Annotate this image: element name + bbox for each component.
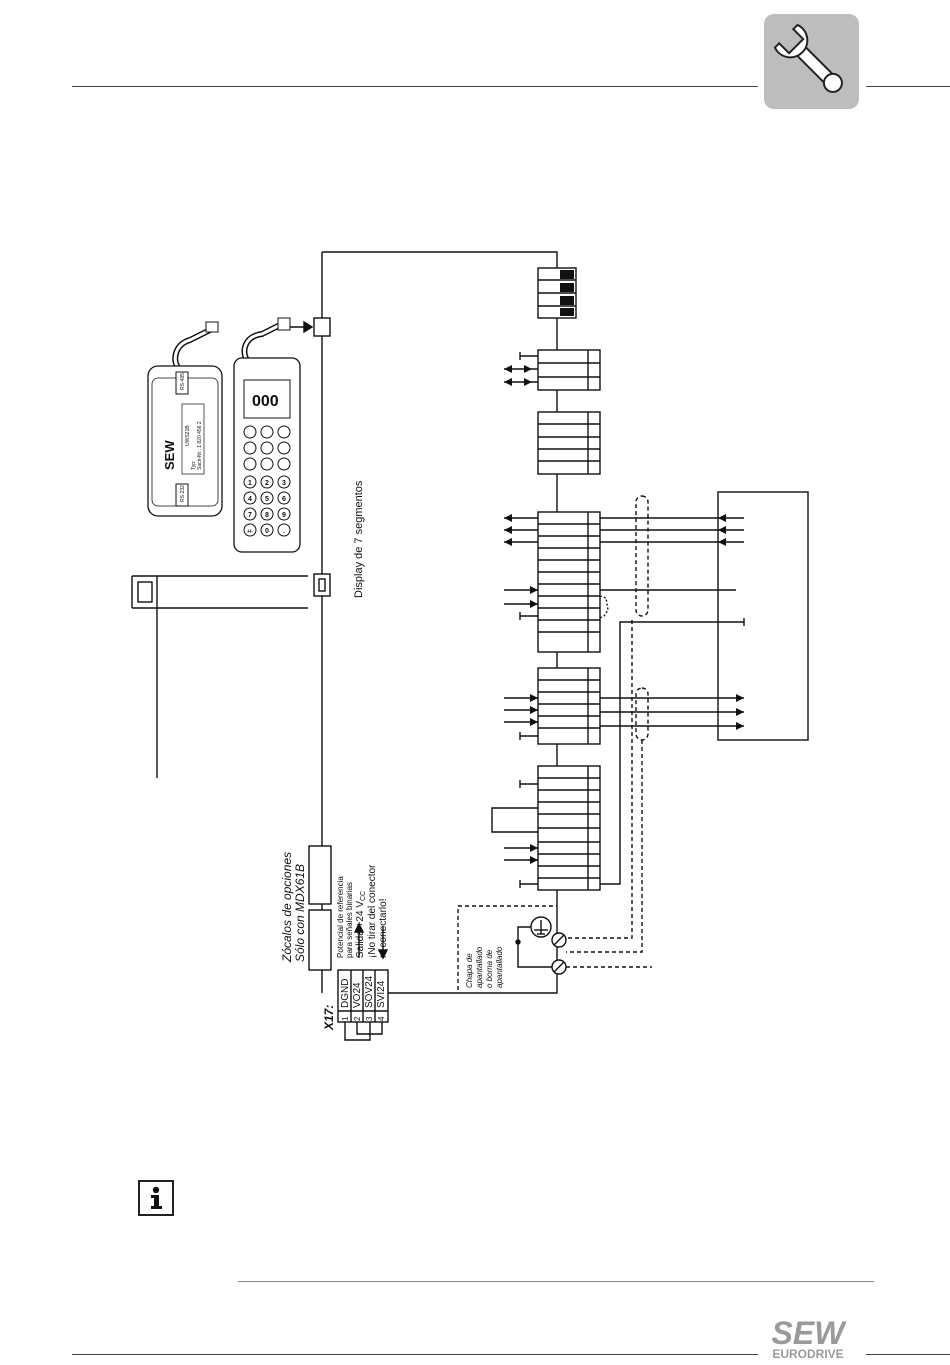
section-tab bbox=[764, 14, 859, 109]
x17-pin-name: SOV24 bbox=[364, 975, 375, 1008]
key-label: 8 bbox=[265, 512, 269, 519]
x17-note: Potencial de referencia bbox=[336, 876, 345, 958]
key-label: 9 bbox=[282, 512, 286, 519]
info-glyph bbox=[151, 1186, 162, 1209]
x17-note: ¡No tirar del conector bbox=[367, 864, 378, 958]
shield-note: apantallado bbox=[495, 946, 504, 988]
key-label: 7 bbox=[248, 512, 252, 519]
module-type: Typ: bbox=[191, 461, 197, 470]
x17-pin-name: SVI24 bbox=[376, 980, 387, 1008]
x17-pin-num: 1 bbox=[341, 1016, 350, 1021]
key-label: 2 bbox=[265, 480, 269, 487]
x17-note: Salida +24 VCC bbox=[355, 891, 367, 958]
key-label: 4 bbox=[248, 496, 252, 503]
info-icon bbox=[138, 1180, 174, 1216]
key-label: +/- bbox=[247, 529, 253, 535]
header-rule-left bbox=[72, 86, 758, 87]
display-label: Display de 7 segmentos bbox=[353, 480, 365, 598]
module-brand: SEW bbox=[162, 440, 177, 470]
logo-bottom: EURODRIVE bbox=[772, 1347, 843, 1360]
option-slots-title: Zócalos de opciones bbox=[280, 852, 294, 963]
sew-eurodrive-logo: SEW EURODRIVE bbox=[756, 1315, 860, 1361]
shield-note: Chapa de bbox=[465, 953, 474, 988]
key-label: 3 bbox=[282, 480, 286, 487]
shield-note: apantallado bbox=[475, 946, 484, 988]
header-rule-right bbox=[866, 86, 950, 87]
wrench-icon bbox=[773, 23, 843, 93]
keypad-device: 000 1 2 3 4 5 6 7 8 9 0 +/- bbox=[233, 317, 301, 553]
shield-note: o borna de bbox=[485, 949, 494, 988]
footer-rule-top bbox=[238, 1281, 874, 1282]
frame-line bbox=[322, 251, 558, 994]
module-port-right: RS-232 bbox=[180, 485, 186, 502]
logo-top: SEW bbox=[772, 1316, 848, 1351]
x17-pin-name: DGND bbox=[340, 979, 351, 1008]
x17-note: para señales binarias bbox=[345, 882, 354, 958]
keypad-display-digits: 000 bbox=[252, 393, 279, 410]
module-part-no: Sach-Nr.: 1 820 456 2 bbox=[197, 421, 203, 470]
x17-connector-id: X17: bbox=[322, 1005, 336, 1031]
footer-rule-right bbox=[866, 1354, 950, 1355]
key-label: 6 bbox=[282, 496, 286, 503]
module-port-left: RS-485 bbox=[180, 373, 186, 390]
x17-pin-num: 2 bbox=[353, 1016, 362, 1021]
key-label: 1 bbox=[248, 480, 252, 487]
option-slots-note: Sólo con MDX61B bbox=[293, 864, 307, 962]
x17-note: ni conectarlo! bbox=[378, 899, 389, 958]
key-label: . bbox=[283, 528, 285, 535]
x17-pin-num: 3 bbox=[365, 1016, 374, 1021]
key-label: 5 bbox=[265, 496, 269, 503]
module-type: UWS21B bbox=[185, 425, 191, 446]
interface-module: SEW RS-232 RS-485 UWS21B Typ: Sach-Nr.: … bbox=[147, 321, 223, 517]
footer-rule-left bbox=[72, 1354, 758, 1355]
key-label: 0 bbox=[265, 528, 269, 535]
x17-pin-name: VO24 bbox=[352, 982, 363, 1008]
x17-pin-num: 4 bbox=[377, 1016, 386, 1021]
